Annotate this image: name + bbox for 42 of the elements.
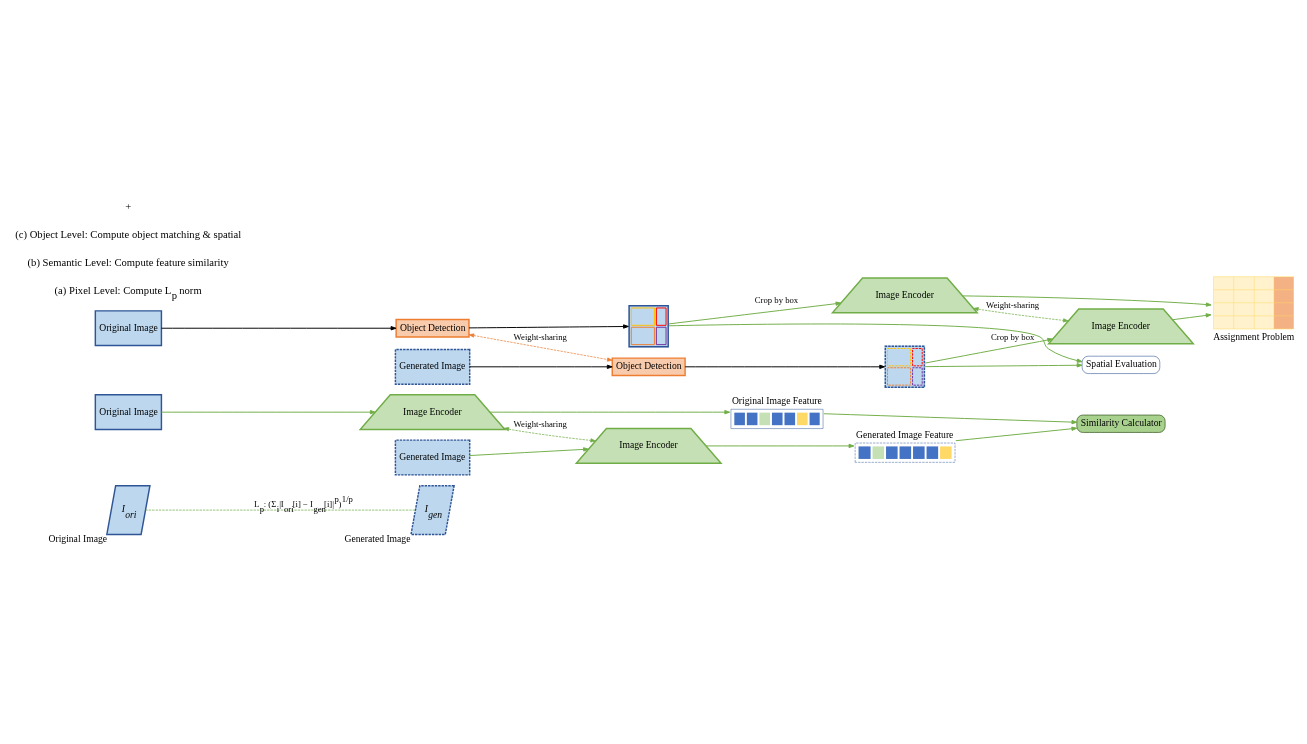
node-box xyxy=(854,442,956,463)
arrow xyxy=(503,427,596,443)
arrow xyxy=(489,410,731,415)
edge-label: Weight-sharing xyxy=(985,299,1040,310)
node-label: Generated Image Feature xyxy=(856,429,954,441)
node-label: Original Image xyxy=(48,533,108,545)
arrow xyxy=(668,301,842,325)
edge-label: Weight-sharing xyxy=(513,419,567,430)
arrow xyxy=(823,413,1078,425)
arrow xyxy=(924,363,1083,368)
arrow xyxy=(160,326,397,331)
arrow xyxy=(684,364,886,369)
node-box: Similarity Calculator xyxy=(1076,414,1166,433)
node-box: Spatial Evaluation xyxy=(1081,355,1161,374)
node-label: Generated Image xyxy=(344,533,411,545)
edge-label: Crop by box xyxy=(754,294,799,305)
arrow xyxy=(1172,313,1212,321)
node-box: Object Detection xyxy=(395,318,470,338)
arrow xyxy=(973,307,1069,323)
node-box: Original Image xyxy=(94,394,163,431)
node-label: Assignment Problem xyxy=(1213,330,1295,342)
arrow xyxy=(160,410,376,415)
node-label: Original Image Feature xyxy=(731,395,822,407)
arrow xyxy=(705,443,855,449)
arrow xyxy=(924,337,1054,364)
label: (c) Object Level: Compute object matching & spatial xyxy=(15,229,242,241)
label: (b) Semantic Level: Compute feature similarity xyxy=(27,257,229,269)
connector xyxy=(145,509,416,511)
arrow xyxy=(962,295,1212,307)
node-box: Generated Image xyxy=(394,348,471,385)
edge-label: Crop by box xyxy=(990,331,1035,342)
arrow xyxy=(469,364,613,369)
arrow xyxy=(668,323,1083,363)
arrow xyxy=(955,426,1078,442)
node-box: Generated Image xyxy=(394,439,471,476)
arrow xyxy=(468,324,629,329)
node-box: Object Detection xyxy=(611,357,686,377)
label: + xyxy=(125,201,132,213)
edge-label: Weight-sharing xyxy=(513,332,567,343)
arrow xyxy=(468,333,613,362)
arrow xyxy=(469,447,589,456)
node-box: Original Image xyxy=(94,310,163,347)
